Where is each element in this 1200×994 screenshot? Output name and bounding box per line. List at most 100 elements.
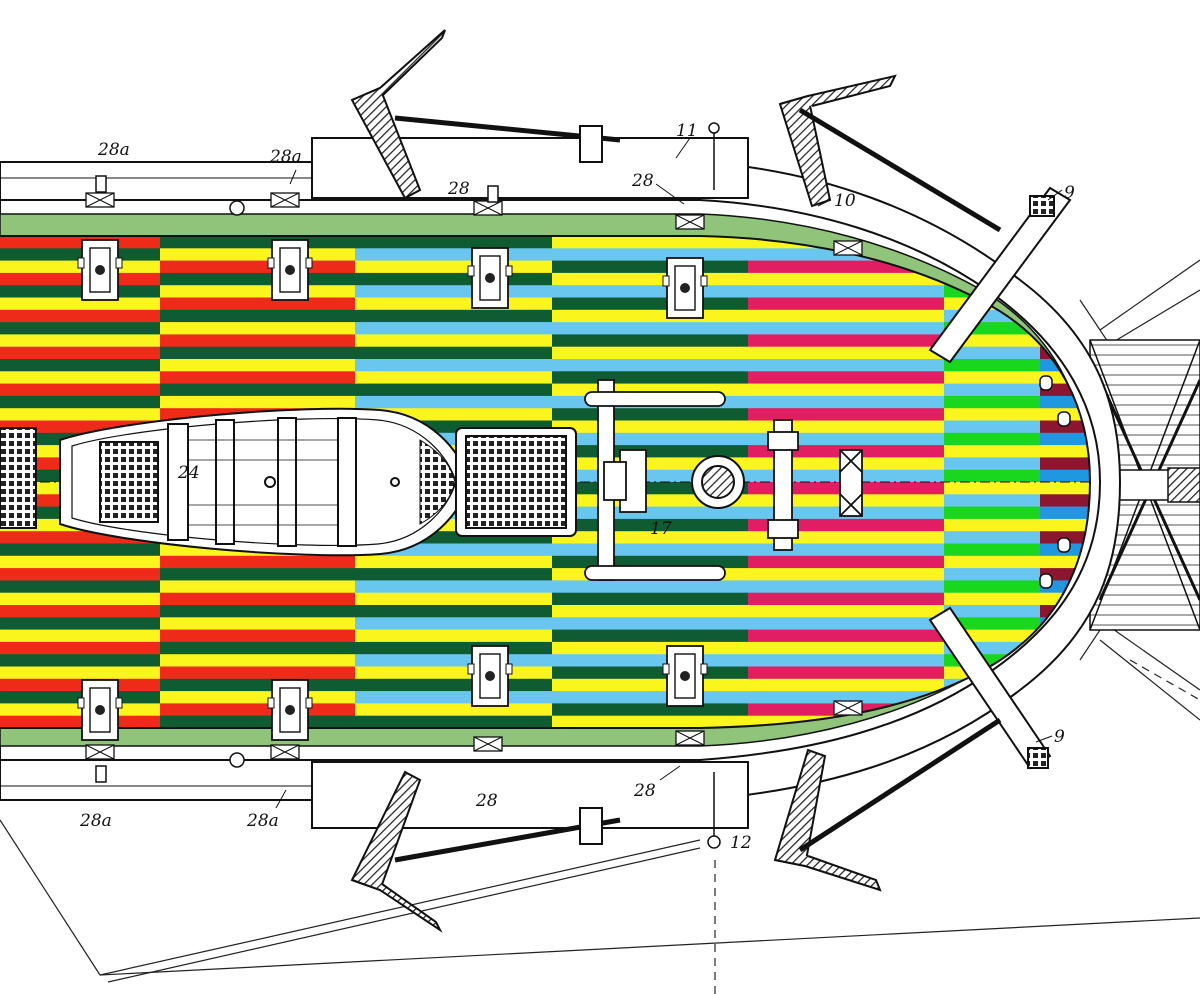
plank-strake	[552, 617, 748, 630]
plank-strake	[1040, 445, 1090, 458]
plank-strake	[552, 605, 748, 618]
plank-strake	[748, 592, 944, 606]
plank-strake	[160, 371, 355, 384]
plank-strake	[944, 383, 1040, 397]
bow-chocks	[1039, 375, 1071, 589]
plank-strake	[748, 309, 944, 323]
cathead-top	[928, 186, 1072, 364]
timberhead-box	[675, 730, 705, 746]
plank-strake	[160, 272, 355, 286]
plank-strake	[160, 568, 355, 581]
label-28-bottom-1: 28	[475, 791, 498, 811]
plank-strake	[552, 260, 748, 274]
timberhead-box	[270, 744, 300, 760]
plank-strake	[748, 371, 944, 384]
plank-strake	[160, 703, 355, 716]
plank-strake	[160, 346, 355, 360]
plank-strake	[0, 715, 160, 728]
plank-strake	[160, 236, 355, 249]
plank-strake	[160, 592, 355, 606]
plank-strake	[552, 334, 748, 347]
plank-strake	[552, 272, 748, 286]
timberheads	[85, 192, 863, 760]
plank-strake	[944, 555, 1040, 569]
plank-strake	[355, 678, 552, 692]
plank-strake	[1040, 285, 1090, 298]
plank-strake	[748, 285, 944, 298]
plank-strake	[748, 383, 944, 397]
aft-hatch	[0, 427, 37, 529]
plank-strake	[0, 371, 160, 384]
plank-strake	[160, 395, 355, 409]
plank-strake	[944, 420, 1040, 434]
label-28a-bottom-mid: 28a	[246, 811, 279, 831]
plank-strake	[160, 285, 355, 298]
plank-strake	[944, 359, 1040, 372]
plank-strake	[748, 654, 944, 667]
plank-strake	[355, 285, 552, 298]
label-28a-bottom-left: 28a	[79, 811, 112, 831]
plank-strake	[944, 543, 1040, 557]
plank-strake	[748, 346, 944, 360]
plank-strake	[552, 666, 748, 680]
plank-strake	[355, 371, 552, 384]
timberhead-box	[675, 214, 705, 230]
plank-strake	[355, 359, 552, 372]
plank-strake	[944, 395, 1040, 409]
plank-strake	[1040, 457, 1090, 470]
plank-strake	[944, 371, 1040, 384]
plank-strake	[1040, 678, 1090, 692]
plank-strake	[160, 617, 355, 630]
plank-strake	[355, 592, 552, 606]
plank-strake	[355, 617, 552, 630]
plank-strake	[748, 334, 944, 347]
plank-strake	[552, 236, 748, 249]
plank-strake	[355, 309, 552, 323]
label-12: 12	[730, 833, 752, 853]
plank-strake	[0, 346, 160, 360]
plank-strake	[748, 297, 944, 311]
timberhead-box	[85, 744, 115, 760]
plank-strake	[0, 334, 160, 347]
plank-strake	[552, 629, 748, 643]
plank-strake	[552, 654, 748, 667]
plank-strake	[0, 592, 160, 606]
plank-strake	[944, 518, 1040, 532]
plank-strake	[0, 666, 160, 680]
plank-strake	[160, 248, 355, 261]
plank-strake	[748, 420, 944, 434]
plank-strake	[355, 703, 552, 716]
plank-strake	[1040, 420, 1090, 434]
bitts	[767, 419, 863, 551]
plank-strake	[0, 605, 160, 618]
label-28-bottom-2: 28	[633, 781, 656, 801]
plank-strake	[355, 641, 552, 655]
carronade	[267, 239, 313, 301]
plank-strake	[355, 260, 552, 274]
plank-strake	[355, 654, 552, 667]
plank-strake	[0, 568, 160, 581]
plank-strake	[552, 580, 748, 593]
plank-strake	[748, 666, 944, 680]
windlass	[584, 379, 726, 581]
plank-strake	[0, 236, 160, 249]
timberhead-box	[473, 736, 503, 752]
plank-strake	[748, 322, 944, 335]
anchor-bottom-right	[773, 717, 1002, 892]
anchor-bottom-left	[350, 770, 621, 933]
plank-strake	[944, 592, 1040, 606]
plank-strake	[552, 592, 748, 606]
plank-strake	[552, 359, 748, 372]
plank-strake	[160, 297, 355, 311]
plank-strake	[160, 359, 355, 372]
plank-strake	[552, 678, 748, 692]
plank-strake	[0, 629, 160, 643]
plank-strake	[355, 297, 552, 311]
plank-strake	[355, 605, 552, 618]
plank-strake	[355, 555, 552, 569]
plank-strake	[944, 408, 1040, 421]
plank-strake	[552, 309, 748, 323]
plank-strake	[1040, 260, 1090, 274]
plank-strake	[0, 272, 160, 286]
